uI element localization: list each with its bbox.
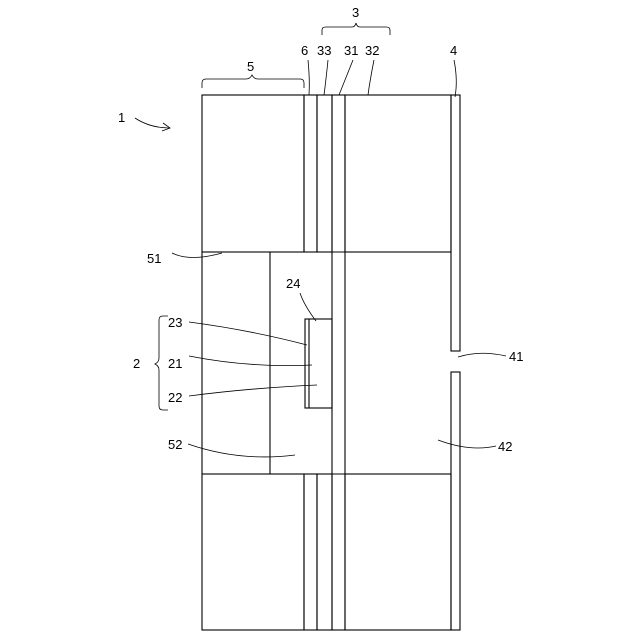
brace-5 xyxy=(202,75,304,88)
layer-32-top xyxy=(345,95,451,252)
leader-21 xyxy=(189,356,312,366)
leader-1-arrow xyxy=(162,123,170,131)
leader-42 xyxy=(438,440,496,448)
label-42: 42 xyxy=(498,439,512,454)
layer-31 xyxy=(332,95,345,630)
leader-41 xyxy=(458,353,506,357)
label-51: 51 xyxy=(147,251,161,266)
label-2: 2 xyxy=(133,356,140,371)
label-52: 52 xyxy=(168,437,182,452)
leader-1 xyxy=(135,118,170,128)
label-41: 41 xyxy=(509,349,523,364)
label-6: 6 xyxy=(301,43,308,58)
layer-4-lower xyxy=(451,372,460,630)
block-5-bottom xyxy=(202,474,304,630)
leader-33 xyxy=(324,60,328,95)
label-21: 21 xyxy=(168,356,182,371)
block-5-top xyxy=(202,95,304,252)
label-33: 33 xyxy=(317,43,331,58)
layer-32-bottom xyxy=(345,474,451,630)
leader-6 xyxy=(308,60,309,95)
label-23: 23 xyxy=(168,315,182,330)
layer-6-top xyxy=(304,95,317,252)
label-31: 31 xyxy=(344,43,358,58)
label-1: 1 xyxy=(118,110,125,125)
leader-24 xyxy=(300,293,316,321)
leader-31 xyxy=(339,60,353,95)
brace-2 xyxy=(155,316,168,410)
brace-3 xyxy=(322,23,390,35)
label-4: 4 xyxy=(450,43,457,58)
label-32: 32 xyxy=(365,43,379,58)
leader-52 xyxy=(188,444,295,457)
leader-23 xyxy=(189,322,307,345)
leader-51 xyxy=(172,253,222,258)
layer-6-bottom xyxy=(304,474,317,630)
leader-32 xyxy=(368,60,374,95)
leader-4 xyxy=(454,60,456,97)
label-24: 24 xyxy=(286,276,300,291)
layer-33-top xyxy=(317,95,332,252)
label-22: 22 xyxy=(168,390,182,405)
layer-33-bottom xyxy=(317,474,332,630)
layer-4-upper xyxy=(451,95,460,351)
label-5: 5 xyxy=(247,59,254,74)
label-3: 3 xyxy=(352,5,359,20)
leader-22 xyxy=(189,385,317,396)
